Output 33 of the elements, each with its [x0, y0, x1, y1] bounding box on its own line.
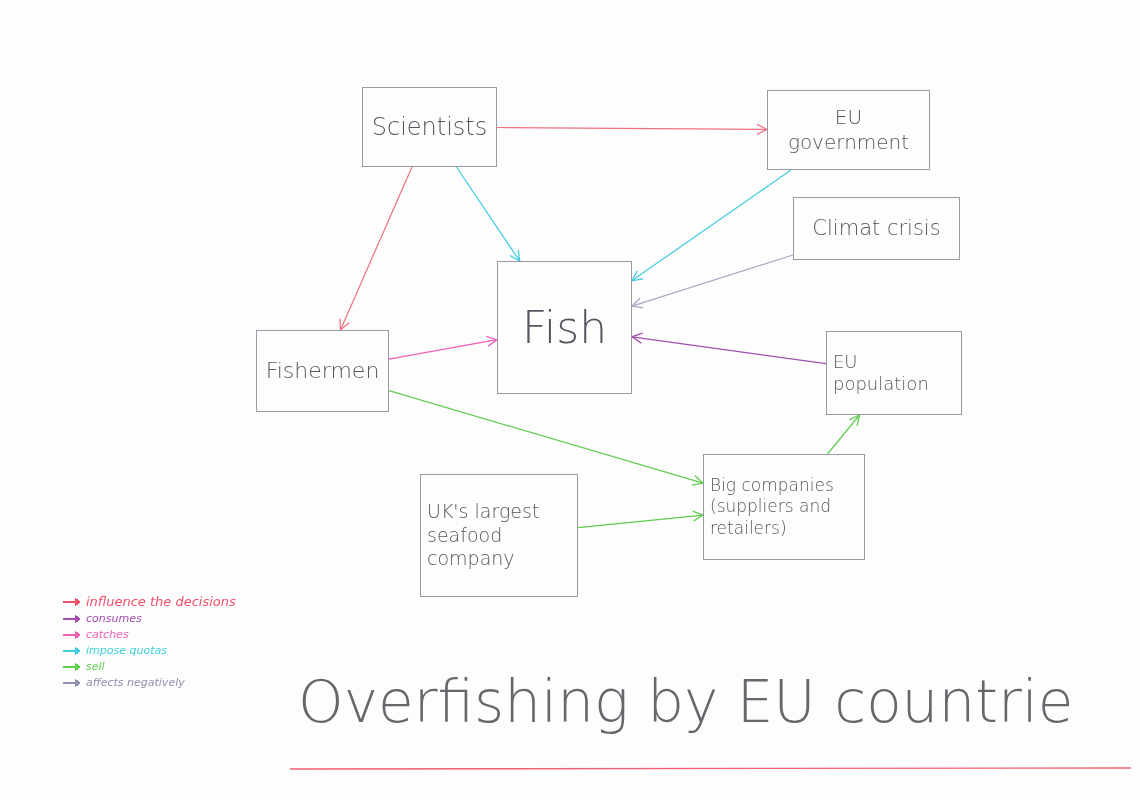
arrow — [455, 166, 521, 262]
arrow — [631, 169, 792, 282]
concept-box — [767, 90, 930, 170]
box-label: Scientists — [371, 112, 488, 142]
legend-label: consumes — [86, 612, 142, 625]
legend-label: impose quotas — [86, 644, 167, 657]
concept-box — [793, 197, 960, 260]
legend-label: catches — [86, 628, 129, 641]
concept-box — [703, 454, 865, 560]
concept-box — [497, 261, 632, 394]
arrow — [388, 335, 498, 360]
legend-label: sell — [86, 660, 105, 673]
concept-box — [256, 330, 389, 412]
legend-label: influence the decisions — [86, 594, 236, 609]
title: Overfishing by EU countrie — [298, 668, 1074, 736]
box-label: EU government — [786, 105, 911, 155]
box-label: Big companies (suppliers and retailers) — [710, 475, 835, 539]
arrow — [339, 166, 413, 331]
arrow — [388, 390, 704, 486]
box-label: Fish — [521, 301, 608, 355]
box-label: Fishermen — [265, 357, 380, 385]
box-label: Climat crisis — [812, 215, 941, 242]
concept-box — [362, 87, 497, 167]
arrow — [577, 510, 704, 529]
arrow — [826, 414, 861, 455]
box-label: EU population — [833, 350, 930, 396]
box-label: UK's largest seafood company — [427, 499, 541, 572]
arrow — [631, 254, 794, 309]
concept-box — [826, 331, 962, 415]
concept-box — [420, 474, 578, 597]
legend-label: affects negatively — [86, 676, 185, 689]
arrow — [496, 123, 768, 135]
arrow — [631, 332, 827, 365]
